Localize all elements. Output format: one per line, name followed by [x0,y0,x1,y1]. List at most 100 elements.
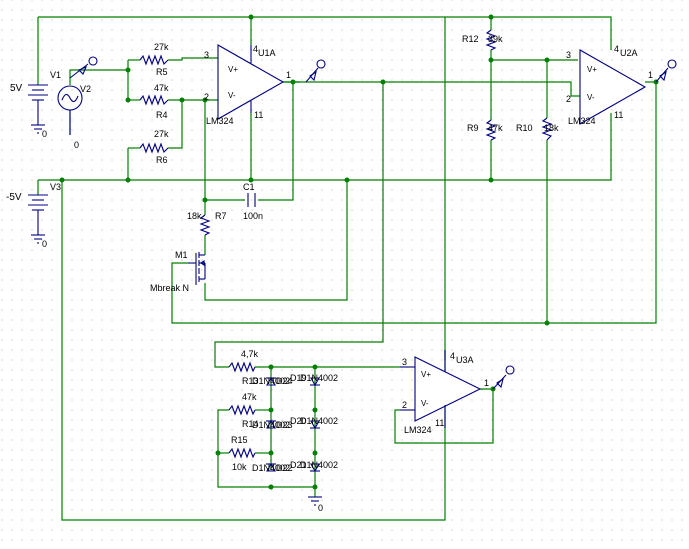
r7-name: R7 [215,211,227,221]
r6-value: 27k [154,129,169,139]
source-v3[interactable]: -5V V3 [6,182,61,235]
u3-name: U3A [456,355,474,365]
wires [37,16,657,521]
r13-value: 4,7k [241,349,259,359]
u1-plus-label: V+ [228,65,238,74]
c1-value: 100n [243,211,263,221]
r15-name: R15 [231,435,248,445]
d19-name: D1N4002 [300,373,338,383]
r12-name: R12 [462,34,479,44]
u2-name: U2A [620,48,638,58]
opamp-u2[interactable]: V+ V- 3 2 1 4 11 U2A LM324 [566,44,653,126]
d21-name: D1N4002 [300,460,338,470]
resistor-r12[interactable]: R12 39k [462,29,503,51]
u3-pin-vp: 4 [450,351,455,361]
u2-minus-label: V- [587,93,595,102]
diode-d19[interactable]: D19 D1N4002 [290,373,338,387]
source-v1[interactable]: 5V V1 [10,70,61,125]
resistor-r4[interactable]: 47k R4 [139,83,169,120]
u2-plus-label: V+ [587,65,597,74]
diode-d22[interactable]: D1N4002 D22 [252,462,293,473]
m1-model: Mbreak N [150,283,189,293]
u3-plus-label: V+ [421,370,431,379]
ground-label-v2: 0 [74,140,79,150]
r6-name: R6 [156,155,168,165]
resistor-r6[interactable]: 27k R6 [139,129,169,165]
ground-label-v3: 0 [42,239,47,249]
ground-diodes: 0 [308,496,323,513]
source-v2[interactable]: V2 [57,84,91,135]
r10-value: 18k [544,123,559,133]
diode-d21[interactable]: D21 D1N4002 [290,460,338,473]
ground-label-diodes: 0 [318,503,323,513]
u3-pin-minus: 2 [402,400,407,410]
r7-value: 18k [187,211,202,221]
u1-minus-label: V- [228,91,236,100]
u2-pin-plus: 3 [566,50,571,60]
v2-probe-icon[interactable] [69,56,98,79]
d21-ref: D21 [290,460,307,470]
u2-model: LM324 [568,116,596,126]
c1-name: C1 [243,182,255,192]
resistor-r14[interactable]: 47k R14 [228,392,259,429]
u2-pin-vp: 4 [614,44,619,54]
resistor-r5[interactable]: 27k R5 [139,42,169,77]
r14-name: R14 [242,419,259,429]
d19-ref: D19 [290,373,307,383]
resistor-r9[interactable]: R9 47k [467,119,503,141]
resistor-r7[interactable]: 18k R7 [187,211,227,236]
d24-name: D1N4002 [252,376,290,386]
v3-value: -5V [6,192,22,203]
opamp-u1[interactable]: V+ V- 3 2 1 4 11 U1A LM324 [204,44,291,126]
d20-name: D1N4002 [300,416,338,426]
u1-pin-vp: 4 [253,44,258,54]
r9-value: 47k [488,123,503,133]
junctions [59,14,659,490]
u2-pin-vn: 11 [614,110,623,120]
u1-probe-icon[interactable] [305,59,326,83]
resistor-r13[interactable]: 4,7k R13 [228,349,259,386]
diode-d24[interactable]: D1N4002 D24 [252,376,293,386]
mosfet-m1[interactable]: M1 Mbreak N [150,250,206,293]
resistor-r15[interactable]: R15 10k [228,435,256,472]
ground-label-v1: 0 [42,129,47,139]
u3-probe-icon[interactable] [492,365,515,390]
diode-d23[interactable]: D1N4002 D23 [252,419,293,430]
opamp-u3[interactable]: V+ V- 3 2 1 4 11 U3A LM324 [400,350,489,435]
u1-pin-minus: 2 [204,92,209,102]
r12-value: 39k [488,34,503,44]
ground-v2: 0 [74,140,79,150]
r5-name: R5 [156,67,168,77]
d22-name: D1N4002 [252,463,290,473]
r5-value: 27k [154,42,169,52]
ground-v1: 0 [31,124,47,139]
ground-v3: 0 [31,234,47,249]
d20-ref: D20 [290,416,307,426]
v2-name: V2 [80,84,91,94]
r4-value: 47k [154,83,169,93]
u3-pin-vn: 11 [435,418,444,428]
d24-ref: D24 [276,376,293,386]
v1-value: 5V [10,83,23,94]
u3-model: LM324 [404,425,432,435]
resistor-r10[interactable]: R10 18k [516,117,559,141]
v3-name: V3 [50,182,61,192]
d22-ref: D22 [276,463,293,473]
u1-pin-plus: 3 [204,50,209,60]
m1-name: M1 [175,250,188,260]
diode-d20[interactable]: D20 D1N4002 [290,416,338,430]
u2-pin-minus: 2 [566,94,571,104]
r14-value: 47k [242,392,257,402]
r4-name: R4 [156,110,168,120]
u1-pin-out: 1 [286,70,291,80]
r13-name: R13 [242,376,259,386]
u3-pin-plus: 3 [402,357,407,367]
u2-pin-out: 1 [648,70,653,80]
r15-value: 10k [232,462,247,472]
d23-name: D1N4002 [252,420,290,430]
u3-minus-label: V- [421,399,429,408]
u2-probe-icon[interactable] [655,59,677,83]
capacitor-c1[interactable]: C1 100n [243,182,263,221]
u3-pin-out: 1 [484,378,489,388]
